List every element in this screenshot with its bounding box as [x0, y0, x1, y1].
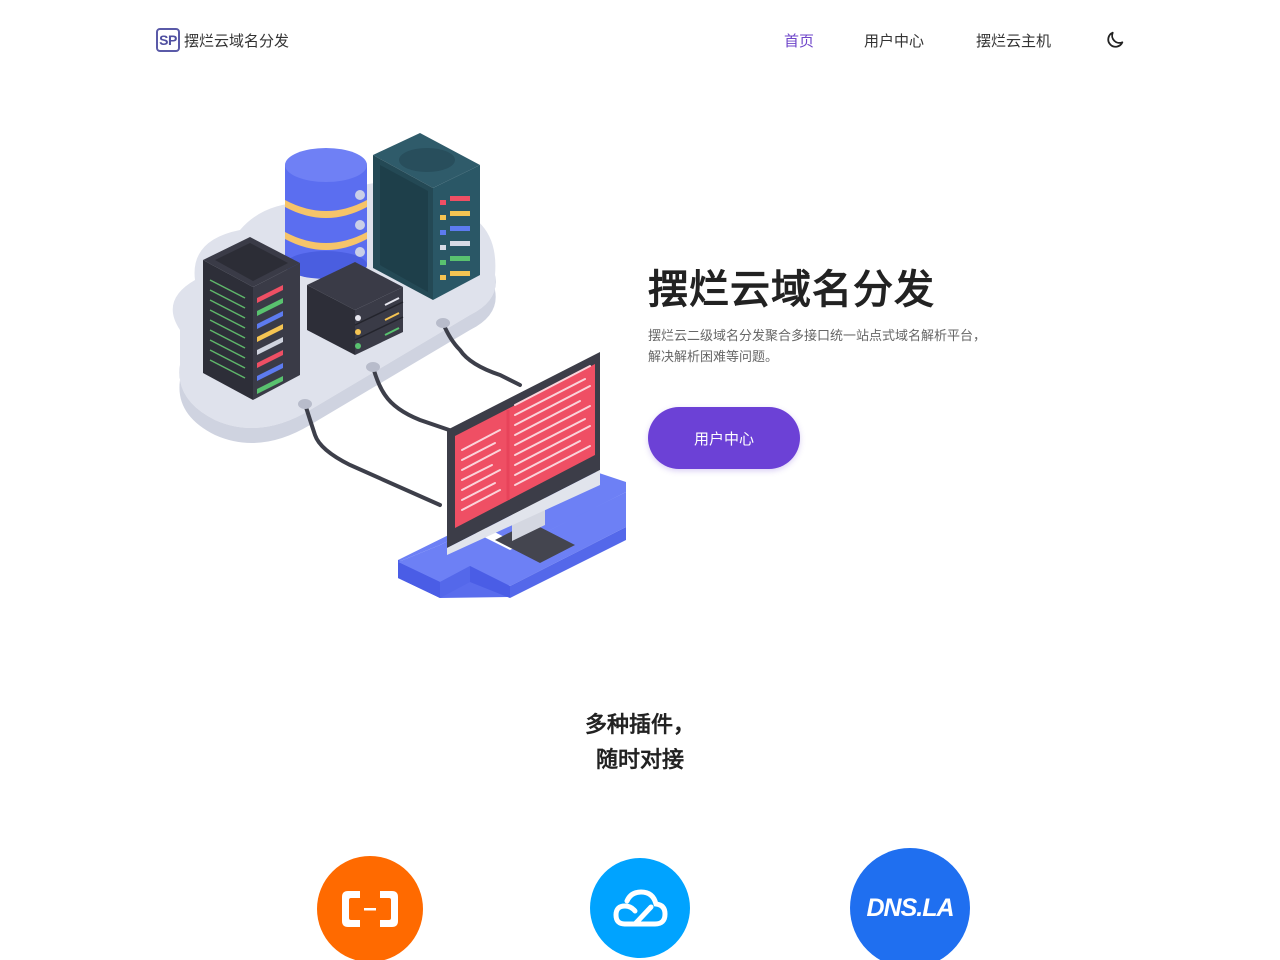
- plugin-tencent-cloud[interactable]: [590, 858, 690, 958]
- plugin-dnsla[interactable]: DNS.LA: [850, 848, 970, 960]
- plugins-section-title: 多种插件， 随时对接: [0, 708, 1280, 778]
- moon-icon: [1107, 31, 1124, 48]
- brand-link[interactable]: SP 摆烂云域名分发: [156, 28, 289, 52]
- nav-home[interactable]: 首页: [784, 32, 815, 50]
- hero-title: 摆烂云域名分发: [648, 267, 935, 313]
- section-title-line2: 随时对接: [595, 748, 684, 773]
- aliyun-logo-icon: [342, 891, 398, 927]
- tencent-cloud-logo-icon: [613, 889, 668, 927]
- main-nav: 首页 用户中心 摆烂云主机: [0, 30, 1280, 52]
- user-center-button[interactable]: 用户中心: [648, 407, 800, 469]
- brand-name: 摆烂云域名分发: [184, 31, 290, 50]
- hero-illustration: [150, 120, 640, 610]
- small-server-stack: [307, 262, 404, 355]
- dark-server-rack: [203, 237, 300, 400]
- navbar: SP 摆烂云域名分发 首页 用户中心 摆烂云主机: [0, 0, 1280, 80]
- cloud-servers-illustration-icon: [172, 133, 626, 598]
- monitor: [447, 352, 600, 563]
- plugin-aliyun[interactable]: [317, 856, 423, 960]
- database-cylinder: [285, 148, 367, 279]
- dnsla-logo-icon: DNS.LA: [866, 893, 954, 922]
- hero-text: 摆烂云域名分发 摆烂云二级域名分发聚合多接口统一站点式域名解析平台，解决解析困难…: [648, 262, 998, 368]
- teal-server-tower: [373, 133, 480, 300]
- theme-toggle-button[interactable]: [1104, 29, 1126, 51]
- nav-cloud-host[interactable]: 摆烂云主机: [976, 32, 1052, 50]
- nav-user-center[interactable]: 用户中心: [864, 32, 925, 50]
- hero-description: 摆烂云二级域名分发聚合多接口统一站点式域名解析平台，解决解析困难等问题。: [648, 329, 987, 365]
- brand-logo-icon: SP: [156, 28, 180, 52]
- section-title-line1: 多种插件，: [584, 713, 695, 738]
